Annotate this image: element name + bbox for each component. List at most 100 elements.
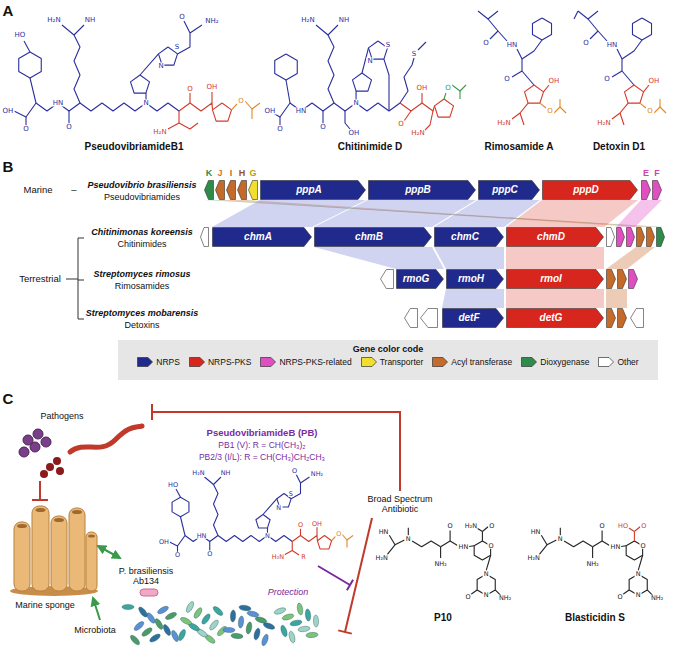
bond-line bbox=[384, 59, 389, 111]
microbe-cell bbox=[255, 616, 268, 624]
gene-shape bbox=[543, 181, 638, 200]
bond-line bbox=[574, 11, 578, 19]
legend-text: Other bbox=[617, 357, 638, 367]
microbe-cell bbox=[288, 631, 296, 644]
bond-line bbox=[211, 92, 212, 103]
gene-name: rmoI bbox=[540, 269, 562, 289]
illustration-label: Microbiota bbox=[74, 625, 116, 635]
product-name: Detoxins bbox=[124, 320, 159, 330]
gene-shape bbox=[248, 180, 258, 200]
bond-line bbox=[412, 541, 441, 547]
bond-line bbox=[440, 547, 441, 558]
panel-letter: A bbox=[3, 2, 14, 19]
bond-line bbox=[521, 59, 522, 71]
microbe-cell bbox=[137, 606, 149, 619]
atom-label: O bbox=[639, 543, 646, 550]
legend-item: Dioxygenase bbox=[521, 357, 589, 367]
atom-label: O bbox=[447, 523, 454, 530]
related-ribbon bbox=[616, 200, 662, 227]
legend-text: NRPS bbox=[156, 357, 180, 367]
atom-label: H₂N bbox=[271, 554, 285, 561]
bond-line bbox=[181, 517, 186, 536]
bond-line bbox=[590, 31, 598, 39]
product-name: Rimosamides bbox=[115, 281, 170, 291]
atom-label: HN bbox=[458, 543, 470, 550]
atom-label: O bbox=[22, 126, 30, 133]
organism-name: Chitinimonas koreensis bbox=[91, 227, 193, 237]
microbe-cell bbox=[204, 633, 217, 644]
microbe-cell bbox=[238, 616, 245, 629]
dash: – bbox=[71, 185, 76, 196]
atom-label: S bbox=[385, 42, 391, 49]
chemical-structure bbox=[574, 11, 666, 125]
atom-label: H₂N bbox=[496, 120, 511, 127]
atom-label: H₂N bbox=[596, 120, 611, 127]
atom-label: H₂N bbox=[46, 17, 61, 24]
bond-line bbox=[291, 477, 309, 499]
gene-arrow bbox=[607, 228, 615, 247]
gene-name: chmA bbox=[244, 227, 272, 247]
bond-line bbox=[212, 103, 231, 121]
bond-line bbox=[617, 49, 622, 59]
legend-item: Acyl transferase bbox=[432, 357, 512, 367]
atom-label: O bbox=[646, 108, 654, 115]
gene-name: detG bbox=[540, 308, 563, 328]
bond-line bbox=[342, 534, 353, 540]
microbe-cell bbox=[223, 627, 235, 632]
atom-label: N bbox=[366, 58, 373, 65]
bond-line bbox=[316, 527, 317, 535]
symbiont-cell bbox=[140, 589, 158, 596]
microbe-cell bbox=[129, 634, 141, 646]
microbe-cell bbox=[196, 627, 209, 638]
microbe-cell bbox=[230, 610, 236, 622]
atom-label: HN bbox=[295, 108, 308, 115]
gene-shape bbox=[443, 309, 504, 328]
microbe-cell bbox=[231, 633, 243, 639]
microbe-cell bbox=[313, 615, 319, 627]
small-gene: J bbox=[215, 168, 225, 200]
gene-arrow bbox=[405, 309, 418, 328]
acyltransferase-ribbon bbox=[215, 200, 655, 227]
atom-label: NH bbox=[220, 470, 232, 477]
atom-label: O bbox=[178, 14, 186, 21]
microbe-cell bbox=[177, 628, 187, 641]
legend-swatch bbox=[137, 357, 153, 367]
bond-line bbox=[279, 117, 280, 125]
gene-arrow bbox=[647, 228, 655, 247]
bond-line bbox=[434, 99, 453, 117]
atom-label: HN bbox=[606, 42, 619, 49]
bond-line bbox=[316, 25, 334, 103]
bond-line bbox=[256, 515, 270, 529]
atom-label: O bbox=[640, 523, 647, 530]
microbe-cell bbox=[170, 629, 179, 642]
gene-arrow bbox=[617, 228, 625, 247]
atom-label: HN bbox=[52, 100, 65, 107]
atom-label: O bbox=[174, 552, 181, 559]
microbe-cell bbox=[262, 621, 275, 630]
gene-arrow: rmoH bbox=[446, 269, 504, 289]
homology-ribbon bbox=[442, 289, 504, 308]
pathogens-illustration bbox=[19, 426, 142, 478]
organism-name: Pseudovibrio brasiliensis bbox=[87, 180, 196, 190]
marine-sponge-illustration bbox=[10, 506, 98, 596]
compound-name: Blasticidin S bbox=[565, 612, 625, 624]
atom-label: NH₂ bbox=[585, 561, 599, 568]
gene-letter: I bbox=[230, 168, 233, 179]
compound-name: Detoxin D1 bbox=[593, 141, 645, 153]
gene-shape bbox=[237, 180, 247, 200]
atom-label: HN bbox=[378, 528, 390, 535]
atom-label: O bbox=[487, 543, 494, 550]
bond-line bbox=[322, 111, 323, 123]
bond-line bbox=[209, 542, 210, 551]
gene-shape bbox=[435, 228, 504, 247]
gene-shape bbox=[226, 180, 236, 200]
gene-name: rmoG bbox=[403, 269, 430, 289]
bond-line bbox=[498, 31, 507, 41]
legend-text: NRPS-PKS-related bbox=[279, 357, 351, 367]
bond-line bbox=[520, 113, 524, 125]
small-gene: K bbox=[204, 168, 214, 200]
gene-name: chmD bbox=[537, 227, 565, 247]
bond-line bbox=[486, 555, 490, 570]
acyltransferase-ribbon bbox=[606, 247, 655, 269]
